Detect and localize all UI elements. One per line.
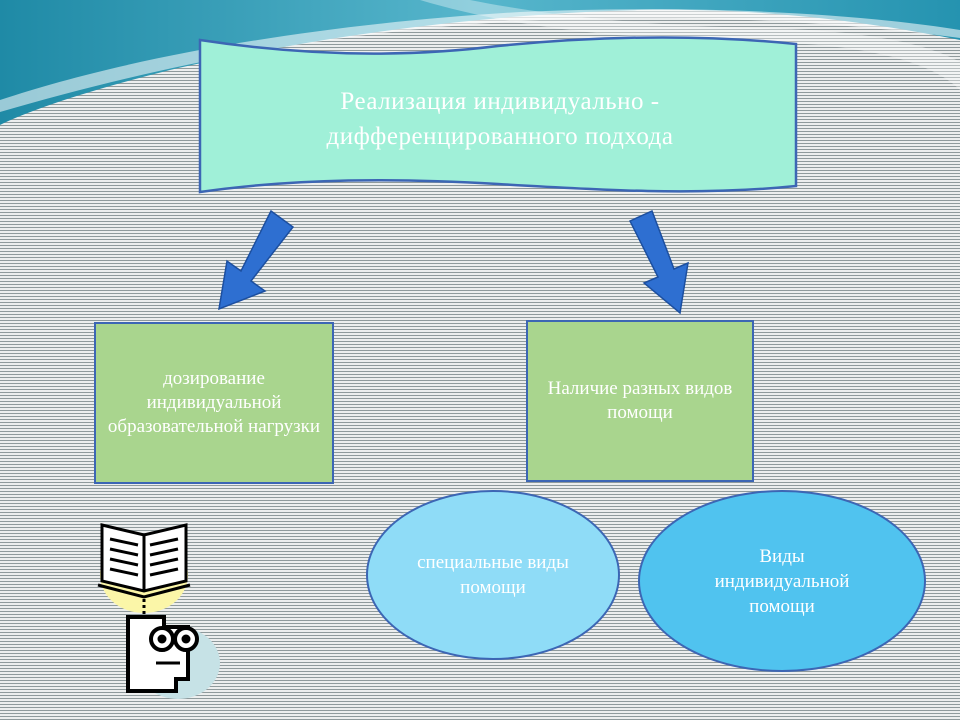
node-individual-help: Виды индивидуальной помощи — [638, 490, 926, 672]
open-book-icon — [97, 523, 191, 613]
node-individual-help-label: Виды индивидуальной помощи — [714, 545, 850, 617]
reading-clipart — [97, 523, 220, 699]
node-dosing-label: дозирование индивидуальной образовательн… — [107, 368, 321, 437]
title-banner — [198, 36, 798, 194]
title-text: Реализация индивидуально - дифференциров… — [326, 88, 674, 150]
reading-person-icon — [126, 615, 220, 699]
node-special-help: специальные виды помощи — [366, 490, 620, 660]
node-help-types-label: Наличие разных видов помощи — [547, 378, 733, 423]
node-special-help-label: специальные виды помощи — [417, 552, 569, 598]
background-wave — [0, 0, 960, 125]
node-help-types: Наличие разных видов помощи — [526, 320, 754, 482]
right-arrow — [628, 209, 689, 315]
node-dosing: дозирование индивидуальной образовательн… — [94, 322, 334, 484]
left-arrow — [218, 209, 295, 311]
